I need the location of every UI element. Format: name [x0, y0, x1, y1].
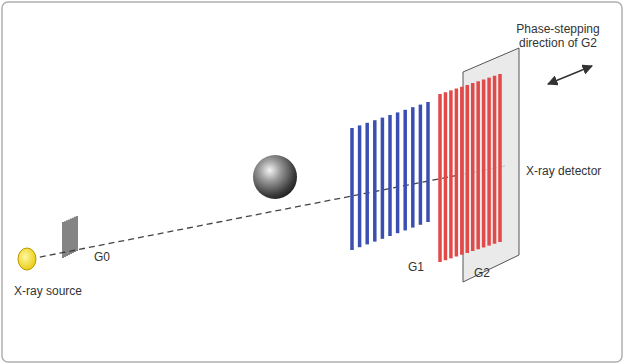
grating-bar	[482, 79, 486, 247]
x-ray-source	[18, 248, 36, 270]
grating-bar	[438, 94, 442, 262]
grating-bar	[444, 92, 448, 260]
grating-bar	[388, 115, 392, 236]
grating-bar	[487, 78, 491, 246]
grating-bar	[76, 216, 77, 251]
sample-sphere	[253, 155, 297, 199]
part-label: X-ray source	[14, 284, 82, 298]
grating-bar	[350, 128, 354, 250]
part-label: G1	[408, 260, 424, 274]
g0-grating	[63, 216, 77, 258]
grating-bar	[426, 102, 430, 222]
grating-bar	[449, 90, 453, 258]
grating-bar	[411, 107, 415, 227]
grating-bar	[74, 217, 75, 252]
grating-bar	[365, 123, 369, 245]
grating-bar	[455, 89, 459, 257]
grating-bar	[466, 85, 470, 253]
grating-bar	[460, 87, 464, 255]
grating-bar	[471, 83, 475, 251]
stepping-arrow	[548, 66, 592, 84]
grating-bar	[498, 74, 502, 242]
grating-bar	[68, 219, 69, 255]
g2-grating	[440, 74, 500, 262]
grating-bar	[66, 220, 67, 256]
grating-bar	[396, 112, 400, 233]
annotation-label: Phase-stepping direction of G2	[498, 22, 618, 51]
part-label: G0	[94, 250, 110, 264]
grating-bar	[493, 76, 497, 244]
g1-grating	[352, 102, 428, 250]
grating-bar	[64, 221, 65, 257]
part-label: X-ray detector	[526, 164, 601, 178]
grating-bar	[381, 118, 385, 239]
grating-bar	[62, 222, 63, 258]
grating-bar	[70, 219, 71, 254]
grating-bar	[403, 110, 407, 231]
grating-bar	[358, 125, 362, 247]
grating-bar	[72, 218, 73, 253]
grating-bar	[419, 105, 423, 225]
x-ray-detector	[463, 48, 519, 282]
grating-bar	[373, 120, 377, 241]
grating-bar	[476, 81, 480, 249]
part-label: G2	[474, 266, 490, 280]
